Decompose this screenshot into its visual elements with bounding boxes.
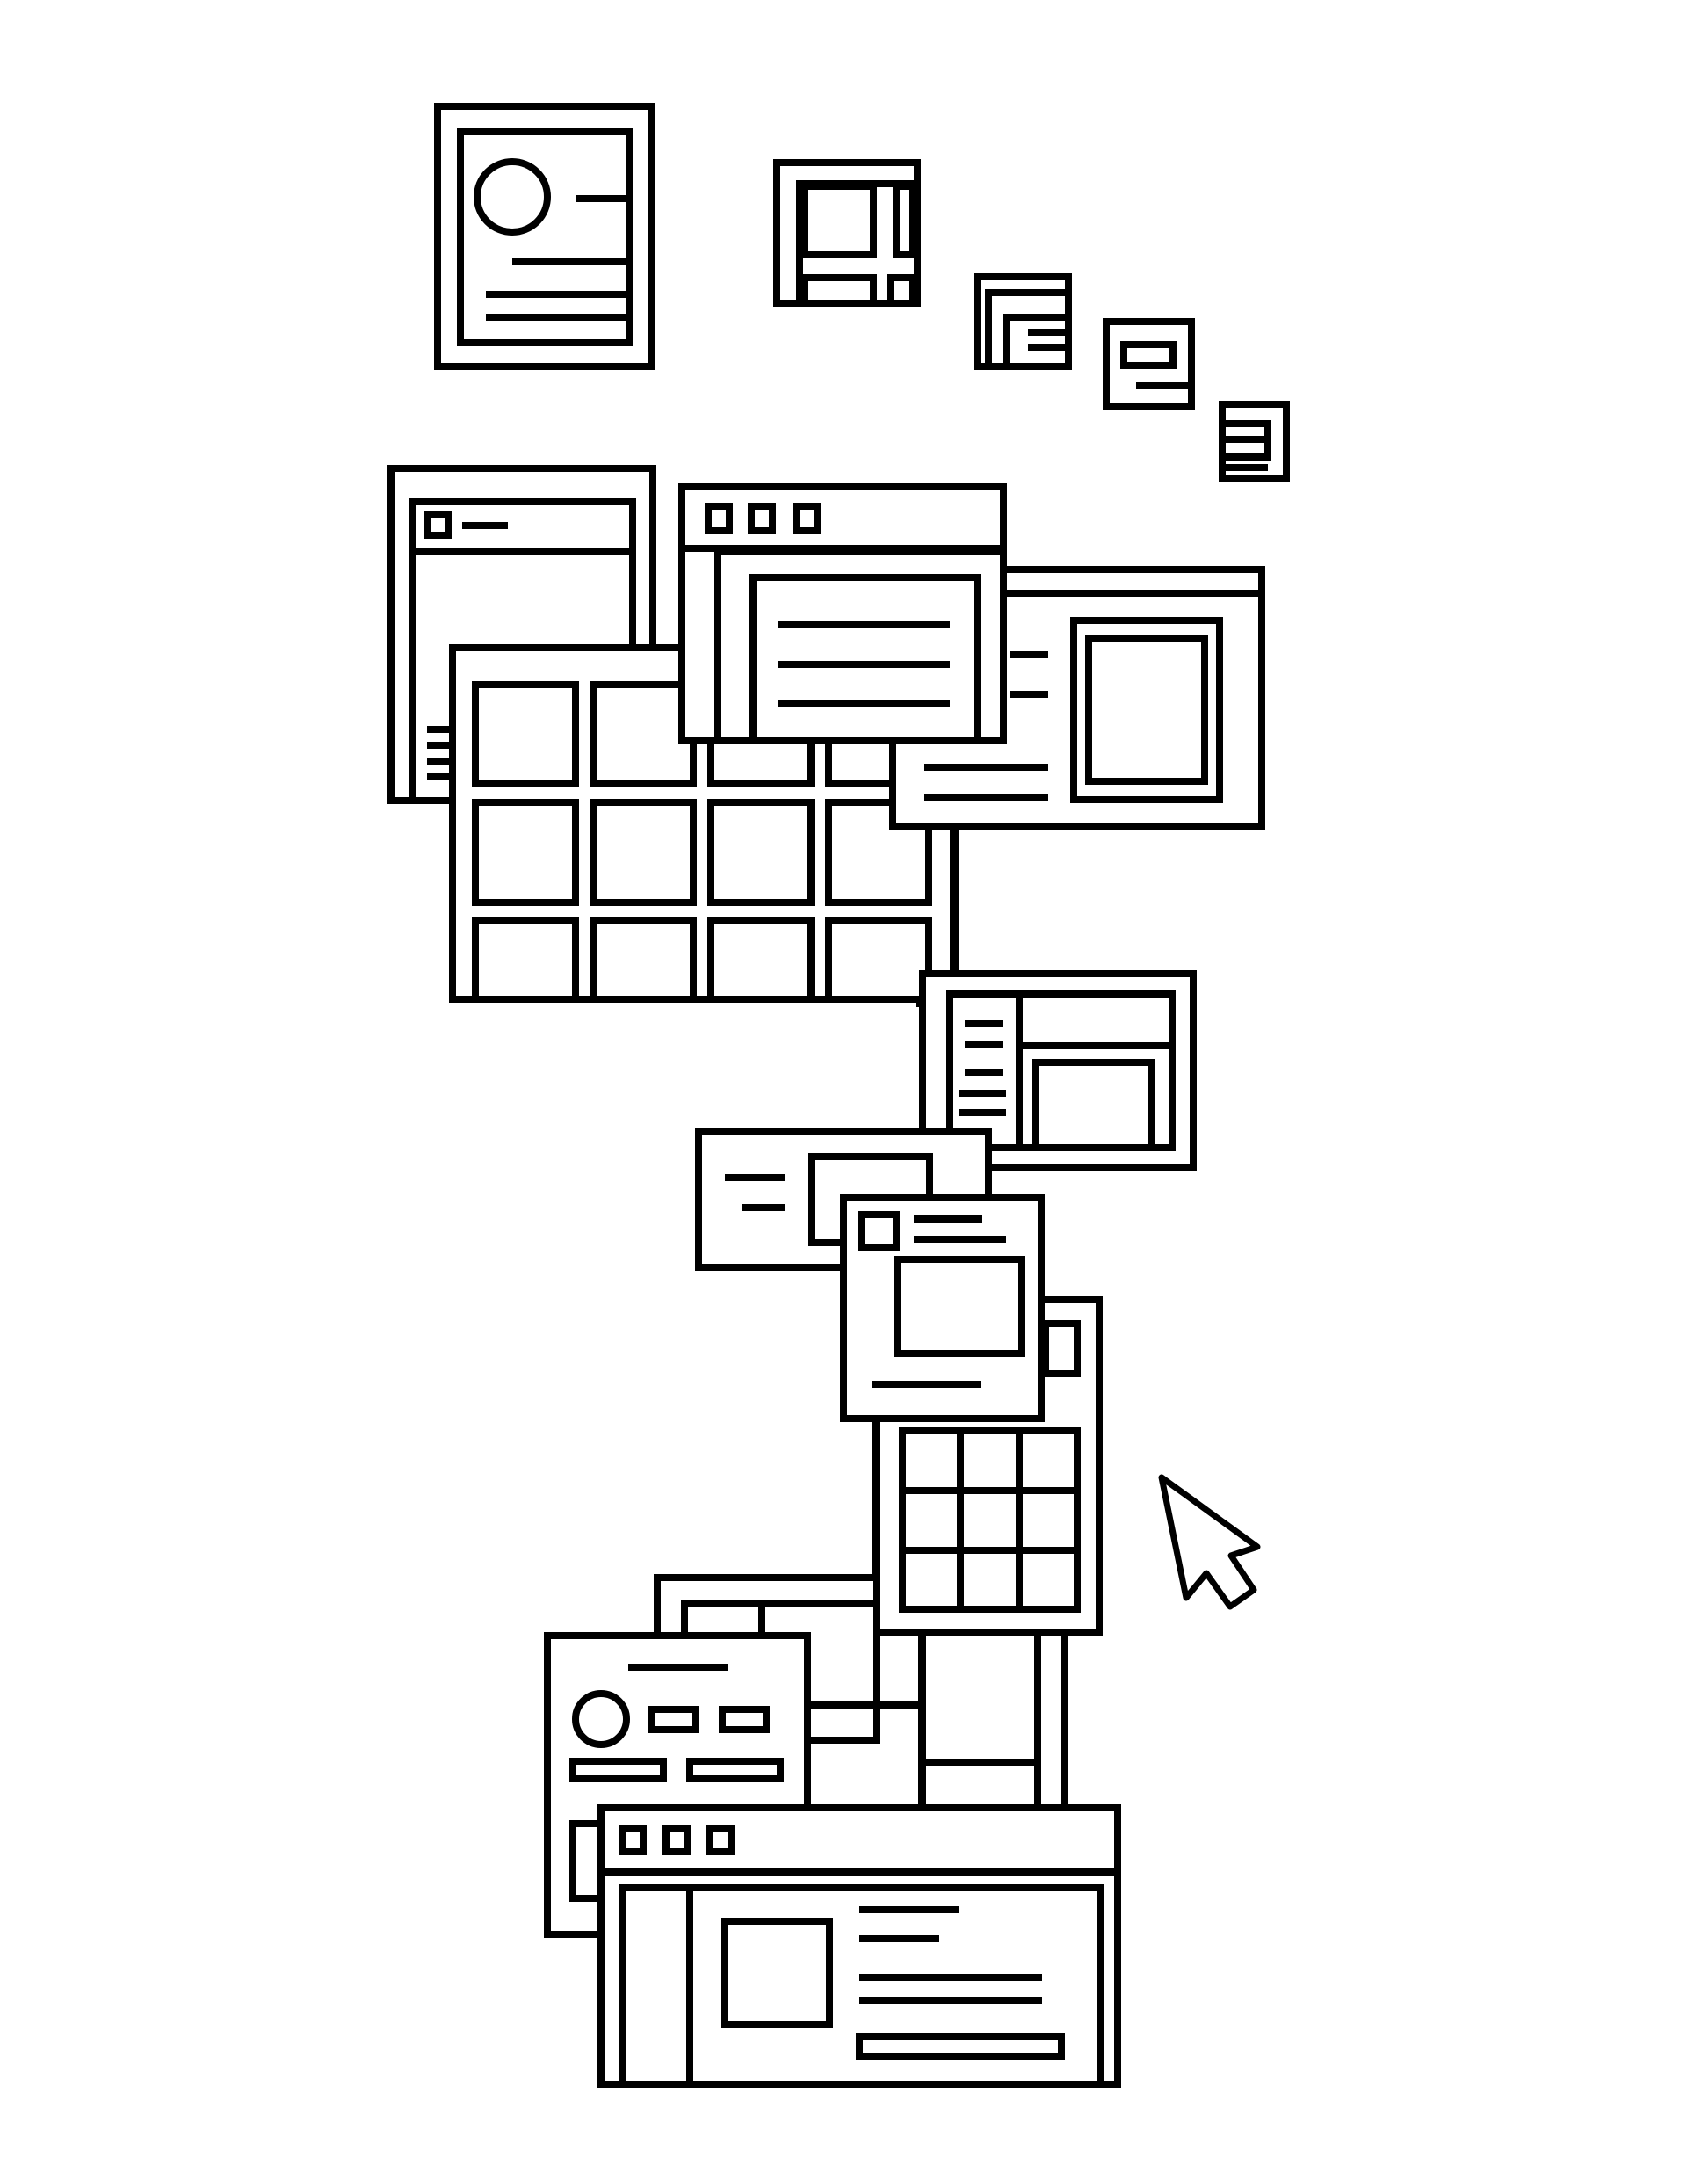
window-button [619,1825,647,1855]
small-window-icon-4 [1219,401,1290,482]
image-placeholder [894,1256,1025,1357]
gallery-tile [707,917,815,1003]
content-panel-inner [749,574,981,744]
layout-window [919,970,1197,1171]
form-button [719,1706,770,1733]
grid-cell [1042,1320,1081,1377]
profile-form-window [544,1632,811,1938]
profile-card-icon [434,103,655,370]
content-box [1032,1059,1155,1151]
gallery-tile [590,917,697,1003]
window-icon [858,1211,900,1251]
small-window-icon-1 [773,159,921,307]
mouse-pointer-icon [1158,1474,1261,1610]
browser-window-bottom [597,1804,1121,2088]
avatar-circle [572,1690,630,1748]
window-button [662,1825,691,1855]
action-bar [856,2033,1065,2060]
gallery-tile [472,799,579,906]
window-button [705,503,733,534]
gallery-tile [825,917,932,1003]
form-button [648,1706,699,1733]
browser-window-front [678,483,1007,744]
profile-card-inner [457,128,633,346]
photo-card-window [840,1194,1045,1422]
gallery-tile [472,681,579,787]
input-field [686,1758,784,1782]
footer-panel [801,274,877,307]
small-window-icon-2 [974,273,1072,370]
image-placeholder [721,1918,833,2028]
window-button [748,503,776,534]
gallery-tile [590,799,697,906]
sidebar-panel [893,183,916,258]
window-button [793,503,821,534]
side-tab [569,1820,605,1902]
grid-area [899,1427,1081,1613]
gallery-tile [707,799,815,906]
avatar-circle [474,158,551,236]
text-block [1003,314,1072,370]
input-field [569,1758,667,1782]
window-icon [424,511,452,539]
small-window-icon-3 [1103,318,1195,410]
image-inner [1085,635,1208,785]
image-placeholder [801,183,877,258]
window-button [706,1825,735,1855]
panel-column [919,1629,1068,1820]
gallery-tile [472,917,579,1003]
gallery-tile [590,681,697,787]
header-box [1120,341,1177,369]
footer-panel [887,274,916,307]
